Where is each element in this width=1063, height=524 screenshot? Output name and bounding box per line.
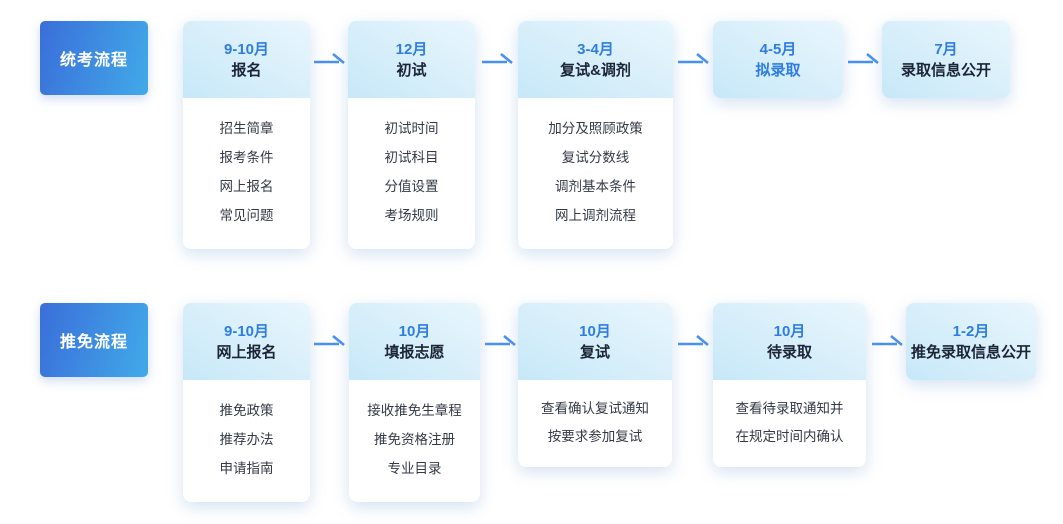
step-link[interactable]: 网上报名 (219, 179, 274, 194)
step-links: 推免政策 推荐办法 申请指南 (183, 380, 310, 502)
step-description-line: 查看待录取通知并 (735, 401, 844, 416)
step-header[interactable]: 12月 初试 (348, 21, 475, 98)
step-link[interactable]: 申请指南 (219, 461, 274, 476)
flow-arrow-icon (484, 332, 518, 350)
step-link[interactable]: 初试时间 (384, 121, 439, 136)
step-link[interactable]: 推荐办法 (219, 432, 274, 447)
step-link[interactable]: 招生简章 (219, 121, 274, 136)
step-links: 接收推免生章程 推免资格注册 专业目录 (349, 380, 480, 502)
step-link[interactable]: 常见问题 (219, 208, 274, 223)
step-title: 复试 (579, 343, 610, 361)
step-link[interactable]: 加分及照顾政策 (548, 121, 643, 136)
step-card[interactable]: 7月 录取信息公开 (882, 21, 1010, 98)
step-link[interactable]: 推免资格注册 (374, 432, 455, 447)
step-description: 查看确认复试通知 按要求参加复试 (518, 380, 672, 467)
step-link[interactable]: 接收推免生章程 (367, 403, 462, 418)
flow-label-exemption: 推免流程 (40, 303, 148, 377)
step-title: 复试&调剂 (560, 61, 631, 79)
step-link[interactable]: 初试科目 (384, 150, 439, 165)
flow-arrow-icon (481, 50, 515, 68)
step-header[interactable]: 4-5月 拟录取 (713, 21, 843, 98)
step-title: 推免录取信息公开 (910, 343, 1031, 361)
step-month: 12月 (395, 40, 428, 58)
step-link[interactable]: 调剂基本条件 (555, 179, 636, 194)
step-card[interactable]: 1-2月 推免录取信息公开 (906, 303, 1036, 380)
step-card[interactable]: 9-10月 网上报名 推免政策 推荐办法 申请指南 (183, 303, 310, 502)
step-link[interactable]: 考场规则 (384, 208, 439, 223)
step-title: 报名 (231, 61, 262, 79)
step-month: 7月 (934, 40, 958, 58)
step-month: 1-2月 (952, 322, 990, 340)
step-month: 3-4月 (577, 40, 614, 58)
step-links: 招生简章 报考条件 网上报名 常见问题 (183, 98, 310, 249)
flow-arrow-icon (677, 332, 711, 350)
step-link[interactable]: 网上调剂流程 (555, 208, 636, 223)
step-links: 初试时间 初试科目 分值设置 考场规则 (348, 98, 475, 249)
step-card[interactable]: 12月 初试 初试时间 初试科目 分值设置 考场规则 (348, 21, 475, 249)
step-description: 查看待录取通知并 在规定时间内确认 (713, 380, 866, 467)
step-link[interactable]: 推免政策 (219, 403, 274, 418)
step-description-line: 查看确认复试通知 (541, 401, 649, 416)
step-header[interactable]: 10月 填报志愿 (349, 303, 480, 380)
step-card[interactable]: 10月 复试 查看确认复试通知 按要求参加复试 (518, 303, 672, 467)
step-title: 录取信息公开 (900, 61, 991, 79)
step-month: 10月 (773, 322, 806, 340)
step-title: 初试 (396, 61, 427, 79)
step-card[interactable]: 4-5月 拟录取 (713, 21, 843, 98)
flow-arrow-icon (871, 332, 905, 350)
step-month: 10月 (398, 322, 431, 340)
step-card[interactable]: 10月 填报志愿 接收推免生章程 推免资格注册 专业目录 (349, 303, 480, 502)
step-title: 拟录取 (755, 61, 801, 79)
step-description-line: 按要求参加复试 (547, 429, 643, 444)
step-links: 加分及照顾政策 复试分数线 调剂基本条件 网上调剂流程 (518, 98, 673, 249)
step-header[interactable]: 9-10月 网上报名 (183, 303, 310, 380)
step-card[interactable]: 9-10月 报名 招生简章 报考条件 网上报名 常见问题 (183, 21, 310, 249)
flow-arrow-icon (847, 50, 881, 68)
flow-arrow-icon (677, 50, 711, 68)
step-card[interactable]: 3-4月 复试&调剂 加分及照顾政策 复试分数线 调剂基本条件 网上调剂流程 (518, 21, 673, 249)
step-title: 网上报名 (216, 343, 277, 361)
flow-arrow-icon (313, 332, 347, 350)
step-header[interactable]: 10月 待录取 (713, 303, 866, 380)
step-month: 4-5月 (759, 40, 797, 58)
step-title: 填报志愿 (384, 343, 445, 361)
step-month: 10月 (579, 322, 611, 340)
step-title: 待录取 (766, 343, 812, 361)
step-header[interactable]: 7月 录取信息公开 (882, 21, 1010, 98)
step-link[interactable]: 专业目录 (387, 461, 442, 476)
step-header[interactable]: 3-4月 复试&调剂 (518, 21, 673, 98)
step-month: 9-10月 (223, 40, 270, 58)
step-card[interactable]: 10月 待录取 查看待录取通知并 在规定时间内确认 (713, 303, 866, 467)
step-link[interactable]: 分值设置 (384, 179, 439, 194)
flow-label-unified-exam: 统考流程 (40, 21, 148, 95)
flow-arrow-icon (313, 50, 347, 68)
step-link[interactable]: 报考条件 (219, 150, 274, 165)
step-description-line: 在规定时间内确认 (735, 429, 844, 444)
step-month: 9-10月 (223, 322, 270, 340)
step-header[interactable]: 1-2月 推免录取信息公开 (906, 303, 1036, 380)
step-header[interactable]: 10月 复试 (518, 303, 672, 380)
step-link[interactable]: 复试分数线 (561, 150, 630, 165)
step-header[interactable]: 9-10月 报名 (183, 21, 310, 98)
